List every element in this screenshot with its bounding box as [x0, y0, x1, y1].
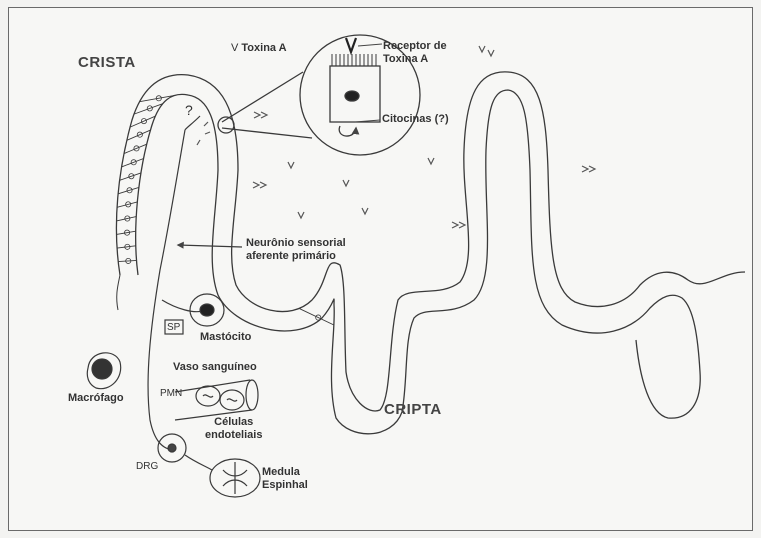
pmn-nucleus: [203, 395, 213, 397]
receptor-pointer: [358, 44, 382, 46]
drg-neuron: [168, 444, 176, 452]
toxin-mark: [261, 112, 267, 118]
neuron-terminal: [185, 116, 200, 130]
toxin-mark: [488, 50, 494, 56]
spinal-cord-gray-matter: [223, 462, 247, 494]
toxin-mark: [582, 166, 588, 172]
neuron-label: Neurônio sensorial aferente primário: [246, 237, 346, 263]
pmn-nucleus: [227, 399, 237, 401]
toxin-mark: [298, 212, 304, 218]
toxin-mark: [589, 166, 595, 172]
toxin-mark: [260, 182, 266, 188]
toxin-mark: [253, 182, 259, 188]
macrophage-nucleus: [92, 359, 112, 379]
receptor-label: Receptor de Toxina A: [383, 40, 447, 66]
toxin-mark: [479, 46, 485, 52]
toxin-mark: [452, 222, 458, 228]
cripta-label: CRIPTA: [384, 403, 442, 416]
crista-label: CRISTA: [78, 56, 136, 69]
toxin-legend-label: Toxina A: [241, 42, 286, 54]
epithelium-layer: [116, 72, 745, 434]
magnifier-line-top: [222, 72, 303, 122]
cytokine-release-arrow: [339, 126, 356, 136]
sensory-neuron-fiber: [148, 130, 185, 450]
neuron-label-line1: Neurônio sensorial: [246, 237, 346, 250]
blood-vessel-lumen-end: [246, 380, 258, 410]
blood-vessel-label: Vaso sanguíneo: [173, 361, 257, 374]
cell-border: [116, 231, 135, 234]
neuron-label-line2: aferente primário: [246, 250, 346, 263]
toxin-marks: [197, 46, 595, 228]
spinal-cord-label: Medula Espinhal: [262, 466, 308, 492]
receptor-label-line2: Toxina A: [383, 53, 447, 66]
sp-label: SP: [167, 321, 180, 334]
neuron-branch: [162, 300, 205, 312]
cytokines-label: Citocinas (?): [382, 113, 449, 126]
toxin-mark: [254, 112, 260, 118]
cell-border: [124, 144, 147, 153]
toxin-a-molecule: [346, 38, 356, 52]
enterocyte-nucleus: [345, 91, 359, 101]
cell-border: [127, 130, 151, 140]
cell-border: [117, 246, 136, 248]
mast-cell-nucleus: [200, 304, 214, 316]
toxin-mark: [428, 158, 434, 164]
macrophage-label: Macrófago: [68, 392, 124, 405]
epithelial-cells: [116, 95, 333, 325]
spinal-cord-label-line1: Medula: [262, 466, 308, 479]
question-mark: ?: [185, 104, 193, 117]
receptor-label-line1: Receptor de: [383, 40, 447, 53]
mast-cell-label: Mastócito: [200, 331, 251, 344]
endothelial-label-line1: Células: [205, 416, 262, 429]
toxin-legend: V Toxina A: [231, 42, 287, 55]
toxin-mark: [197, 140, 200, 145]
toxin-mark: [362, 208, 368, 214]
crest-edge: [117, 275, 120, 310]
toxin-mark: [288, 162, 294, 168]
cell-border: [118, 260, 136, 261]
drg-label: DRG: [136, 460, 158, 473]
toxin-mark: [204, 122, 208, 126]
dorsal-root: [185, 455, 212, 470]
pmn-label: PMN: [160, 387, 182, 400]
microvilli: [332, 54, 376, 66]
blood-vessel-walls: [175, 380, 252, 420]
toxin-mark: [459, 222, 465, 228]
toxin-mark: [343, 180, 349, 186]
cell-border: [116, 217, 136, 221]
toxin-mark: [205, 132, 210, 134]
endothelial-label-line2: endoteliais: [205, 429, 262, 442]
epithelium-basal-border: [136, 90, 701, 434]
spinal-cord-label-line2: Espinhal: [262, 479, 308, 492]
endothelial-label: Células endoteliais: [205, 416, 262, 442]
toxin-legend-symbol: V: [231, 42, 238, 54]
